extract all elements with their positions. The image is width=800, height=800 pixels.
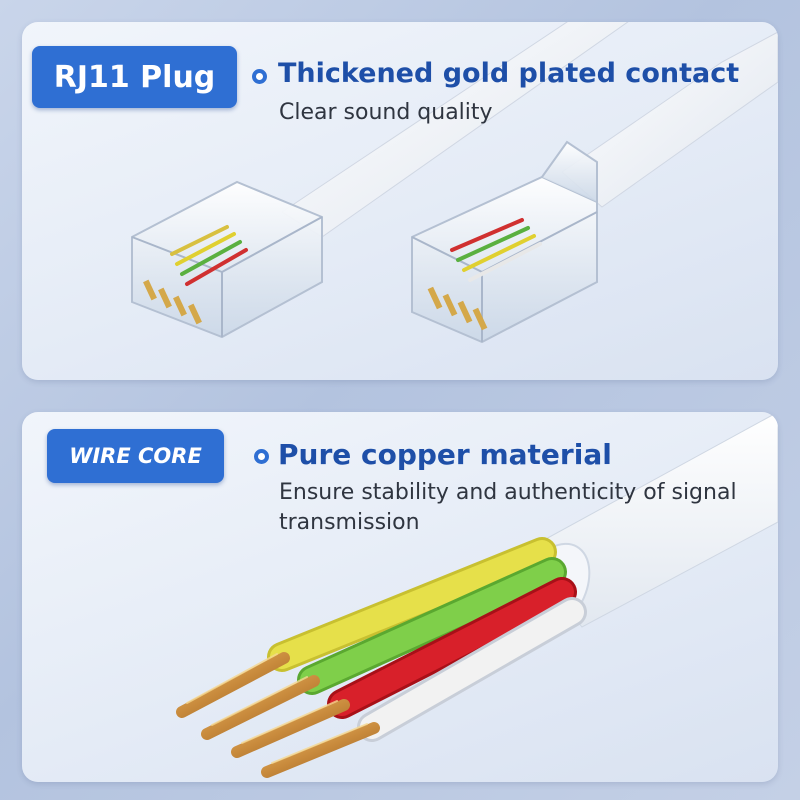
wire-cores — [267, 537, 587, 742]
wire-core-badge: WIRE CORE — [47, 429, 224, 483]
copper-strands — [176, 652, 380, 778]
rj11-plug-right — [411, 140, 598, 344]
wire-subtext: Ensure stability and authenticity of sig… — [279, 480, 737, 535]
plug-headline: Thickened gold plated contact — [278, 58, 740, 89]
rj11-plug-badge: RJ11 Plug — [32, 46, 237, 108]
plug-panel: RJ11 Plug Thickened gold plated contact … — [22, 22, 778, 380]
rj11-plug-left — [131, 180, 323, 339]
plug-subtext: Clear sound quality — [279, 100, 493, 125]
wire-panel: WIRE CORE Pure copper material Ensure st… — [22, 412, 778, 782]
wire-core-illustration — [176, 412, 778, 778]
rj11-plugs-illustration — [131, 22, 778, 344]
wire-headline: Pure copper material — [278, 438, 612, 471]
bullet-ring-icon — [254, 449, 269, 464]
bullet-ring-icon — [252, 69, 267, 84]
